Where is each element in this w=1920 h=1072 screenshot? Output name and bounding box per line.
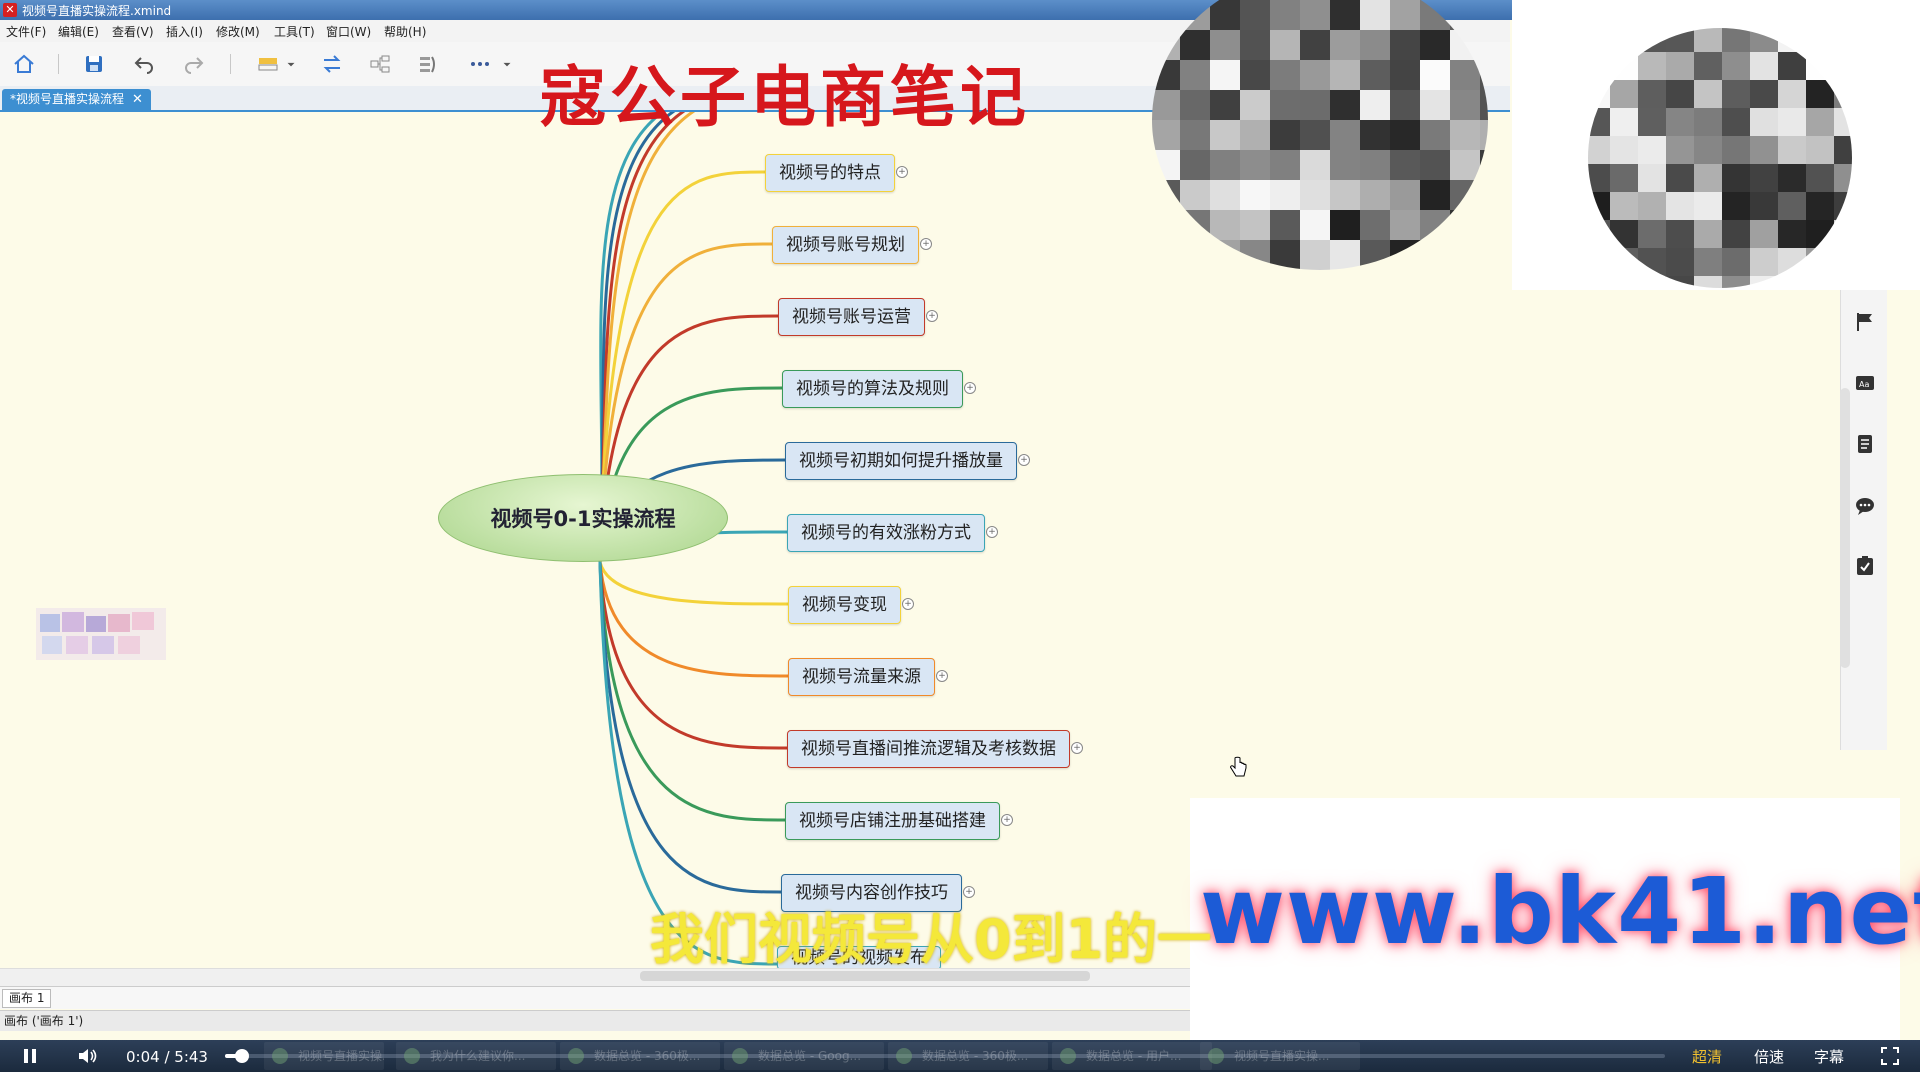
expand-icon[interactable]: + [936, 670, 948, 682]
chevron-down-icon[interactable] [284, 50, 298, 78]
svg-text:Aa: Aa [1859, 380, 1869, 389]
webcam-mosaic-left [1150, 0, 1490, 270]
taskbar-item: 数据总览 - 用户... [1052, 1042, 1212, 1070]
progress-knob[interactable] [235, 1049, 250, 1063]
branch-line [598, 561, 789, 606]
video-subtitle: 我们视频号从0到1的一 [650, 908, 1212, 971]
topic-account-operation[interactable]: 视频号账号运营+ [778, 298, 938, 336]
branch-line [598, 561, 786, 822]
branch-line [598, 242, 773, 563]
playback-time: 0:04 / 5:43 [126, 1048, 208, 1066]
overlay-title: 寇公子电商笔记 [540, 58, 1030, 136]
topic-account-planning[interactable]: 视频号账号规划+ [772, 226, 932, 264]
more-icon[interactable] [466, 50, 494, 78]
volume-icon[interactable] [76, 1044, 100, 1068]
menu-edit[interactable]: 编辑(E) [58, 25, 99, 39]
menu-tools[interactable]: 工具(T) [274, 25, 315, 39]
taskbar-item: 数据总览 - 360极... [560, 1042, 720, 1070]
menu-insert[interactable]: 插入(I) [166, 25, 203, 39]
editor-tab-label: *视频号直播实操流程 [10, 92, 125, 106]
quality-button[interactable]: 超清 [1692, 1048, 1723, 1066]
menu-bar: 文件(F) 编辑(E) 查看(V) 插入(I) 修改(M) 工具(T) 窗口(W… [0, 20, 1510, 43]
expand-icon[interactable]: + [896, 166, 908, 178]
branch-line [598, 561, 778, 966]
flag-icon[interactable] [1853, 310, 1877, 334]
progress-fill [225, 1054, 243, 1058]
editor-tab[interactable]: *视频号直播实操流程 ✕ [2, 89, 151, 110]
topic-video-publishing[interactable]: 视频号的视频发布 [777, 946, 941, 970]
structure-icon[interactable] [366, 50, 394, 78]
topic-content-creation[interactable]: 视频号内容创作技巧+ [781, 874, 975, 912]
expand-icon[interactable]: + [964, 382, 976, 394]
window-title: 视频号直播实操流程.xmind [22, 4, 172, 18]
watermark-panel [1190, 798, 1900, 1053]
branch-line [598, 561, 789, 678]
connector-lines [598, 112, 789, 966]
home-icon[interactable] [10, 50, 38, 78]
save-icon[interactable] [80, 50, 108, 78]
summary-icon[interactable] [414, 50, 442, 78]
video-player-bar: 0:04 / 5:43 超清 倍速 字幕 [0, 1040, 1920, 1072]
topic-follower-growth[interactable]: 视频号的有效涨粉方式+ [787, 514, 998, 552]
hand-cursor-icon [1228, 756, 1248, 784]
format-icon[interactable]: Aa [1853, 372, 1877, 396]
branch-line [598, 170, 766, 563]
relationship-icon[interactable] [318, 50, 346, 78]
topic-shop-setup[interactable]: 视频号店铺注册基础搭建+ [785, 802, 1013, 840]
status-bar: 画布 ('画布 1') [0, 1010, 1204, 1031]
expand-icon[interactable]: + [1001, 814, 1013, 826]
topic-live-push-logic[interactable]: 视频号直播间推流逻辑及考核数据+ [787, 730, 1083, 768]
xmind-app-icon: ✕ [3, 3, 17, 17]
taskbar-item: 数据总览 - Goog... [724, 1042, 884, 1070]
speed-button[interactable]: 倍速 [1754, 1048, 1785, 1066]
menu-modify[interactable]: 修改(M) [216, 25, 260, 39]
taskbar-item: 数据总览 - 360极... [888, 1042, 1048, 1070]
taskbar-item: 我为什么建议你... [396, 1042, 556, 1070]
topic-early-views[interactable]: 视频号初期如何提升播放量+ [785, 442, 1030, 480]
taskbar-item: 视频号直播实操... [1200, 1042, 1360, 1070]
menu-help[interactable]: 帮助(H) [384, 25, 427, 39]
notes-icon[interactable] [1853, 432, 1877, 456]
taskbar-item: 视频号直播实操... [264, 1042, 384, 1070]
expand-icon[interactable]: + [920, 238, 932, 250]
expand-icon[interactable]: + [926, 310, 938, 322]
sheet-bar: 画布 1 [0, 986, 1200, 1009]
comment-icon[interactable] [1853, 494, 1877, 518]
fullscreen-icon[interactable] [1878, 1044, 1902, 1068]
redo-icon[interactable] [180, 50, 208, 78]
task-icon[interactable] [1853, 554, 1877, 578]
undo-icon[interactable] [130, 50, 158, 78]
subtitles-button[interactable]: 字幕 [1814, 1048, 1845, 1066]
branch-line [598, 561, 782, 894]
expand-icon[interactable]: + [963, 886, 975, 898]
blurred-floating-topic [36, 608, 166, 660]
vertical-scrollbar[interactable] [1840, 388, 1850, 668]
watermark-text: www.bk41.net [1200, 858, 1920, 965]
expand-icon[interactable]: + [1018, 454, 1030, 466]
sheet-tab[interactable]: 画布 1 [2, 989, 52, 1008]
menu-window[interactable]: 窗口(W) [326, 25, 372, 39]
topic-traffic-sources[interactable]: 视频号流量来源+ [788, 658, 948, 696]
webcam-mosaic-right [1512, 0, 1920, 290]
title-bar: ✕ 视频号直播实操流程.xmind [0, 0, 1920, 20]
central-topic[interactable]: 视频号0-1实操流程 [438, 474, 728, 562]
topic-style-icon[interactable] [254, 50, 282, 78]
expand-icon[interactable]: + [986, 526, 998, 538]
menu-file[interactable]: 文件(F) [6, 25, 47, 39]
pause-icon[interactable] [18, 1044, 42, 1068]
branch-line [598, 561, 788, 750]
menu-view[interactable]: 查看(V) [112, 25, 154, 39]
chevron-down-icon[interactable] [500, 50, 514, 78]
topic-features[interactable]: 视频号的特点+ [765, 154, 908, 192]
topic-monetization[interactable]: 视频号变现+ [788, 586, 914, 624]
progress-track[interactable] [225, 1054, 1665, 1058]
expand-icon[interactable]: + [902, 598, 914, 610]
horizontal-scrollbar[interactable] [640, 971, 1090, 981]
expand-icon[interactable]: + [1071, 742, 1083, 754]
close-icon[interactable]: ✕ [132, 92, 143, 107]
topic-algorithm-rules[interactable]: 视频号的算法及规则+ [782, 370, 976, 408]
